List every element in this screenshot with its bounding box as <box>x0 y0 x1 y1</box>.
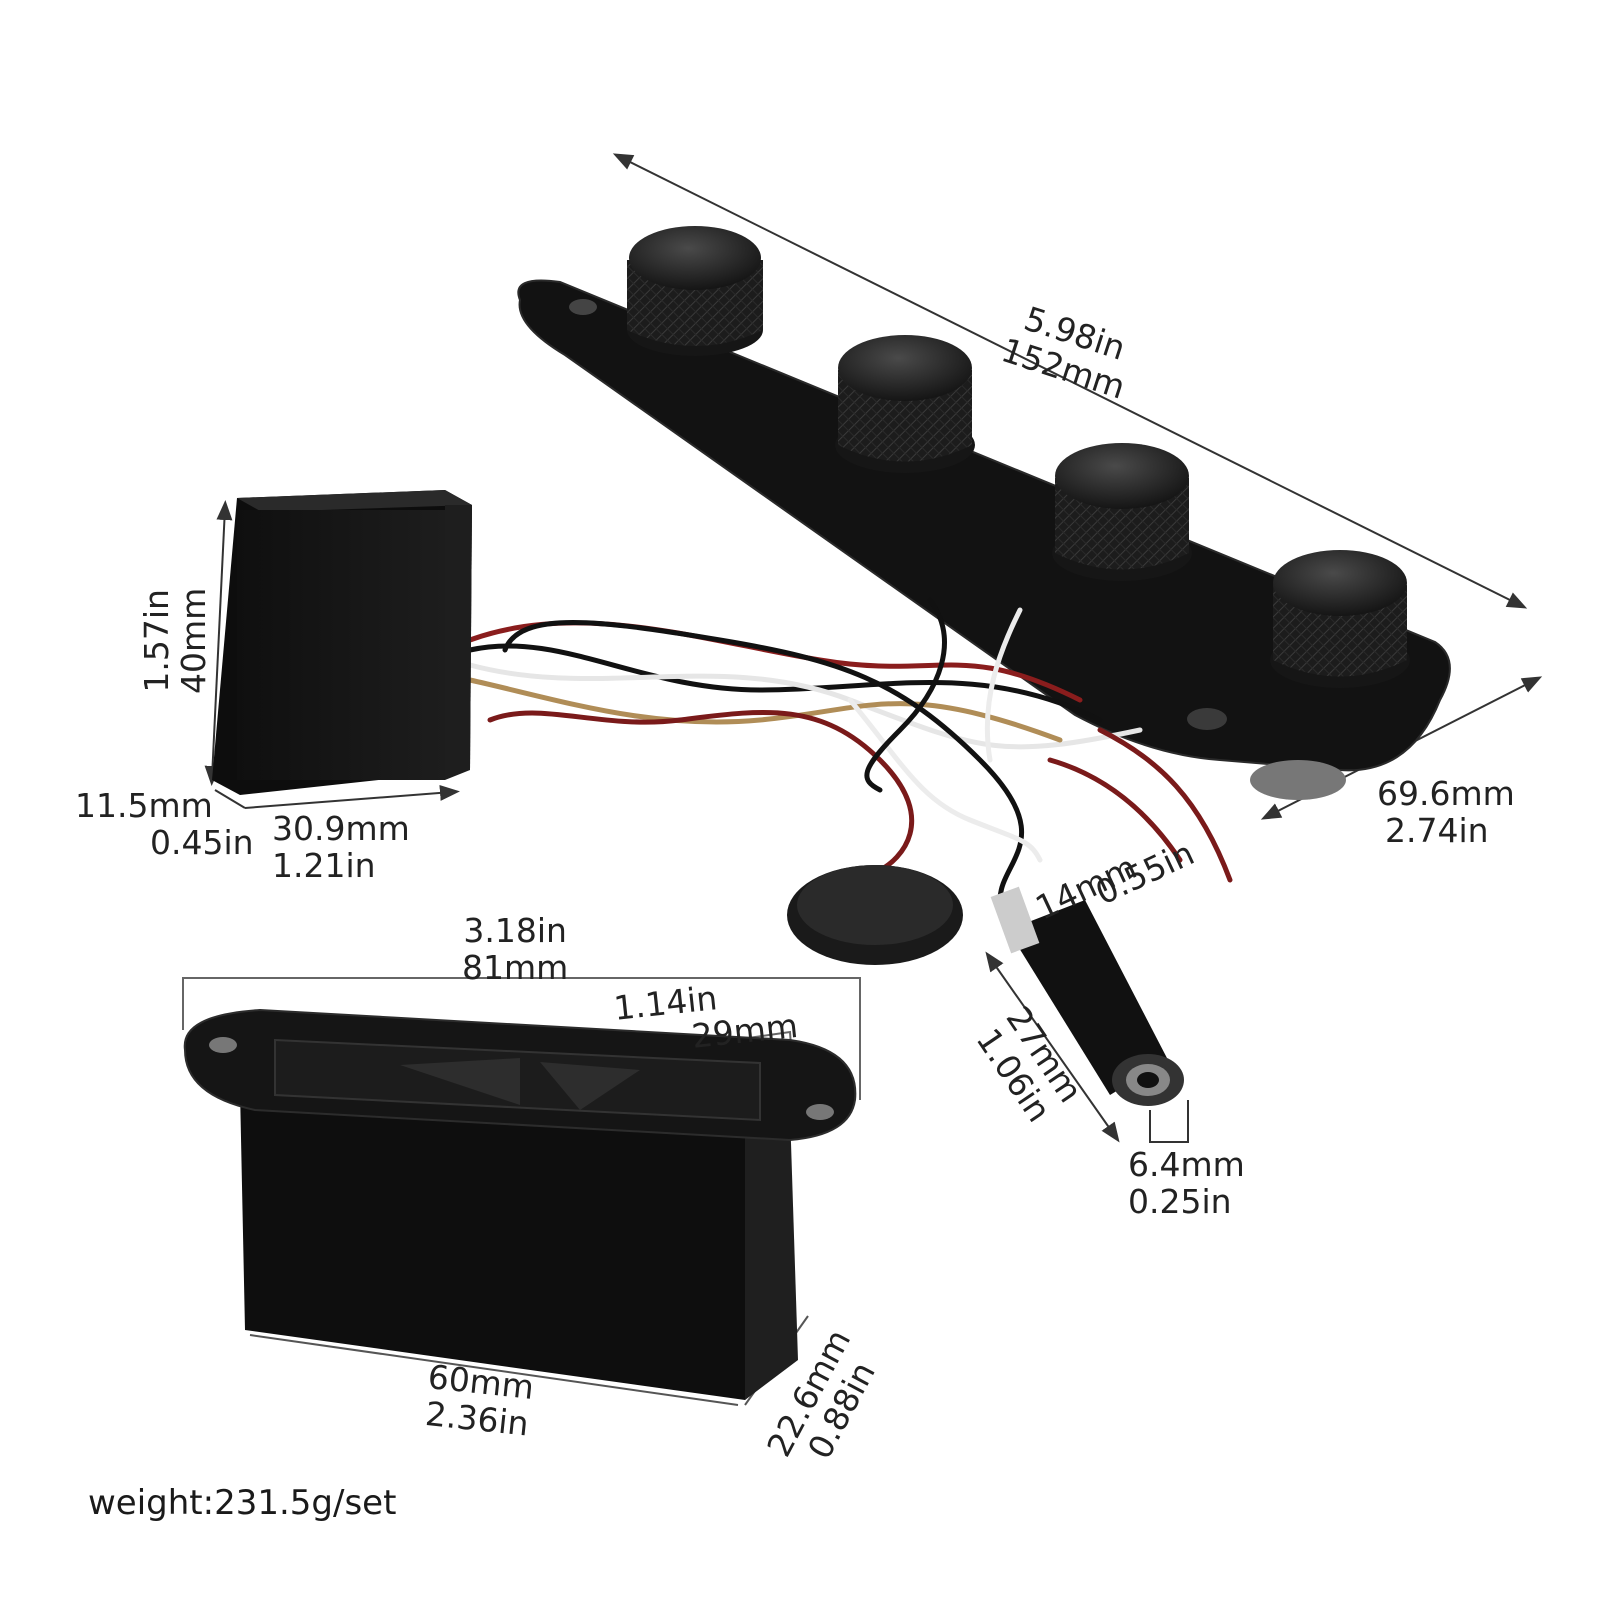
rubber-grommet <box>787 865 963 965</box>
preamp-width-label: 30.9mm 1.21in <box>272 810 410 884</box>
plate-width-label: 69.6mm 2.74in <box>1377 775 1515 849</box>
screw-hole <box>209 1037 237 1053</box>
open-arrow-icon <box>540 1062 640 1110</box>
knob-4 <box>1270 550 1410 688</box>
preamp-width-in: 1.21in <box>272 846 376 885</box>
screw-hole <box>569 299 597 315</box>
plate-width-mm: 69.6mm <box>1377 774 1515 813</box>
jack-thread-bracket <box>1149 1100 1189 1143</box>
control-plate <box>517 279 1451 800</box>
preamp-depth-arrow <box>214 789 246 809</box>
battery-flange-length-mm: 81mm <box>462 948 569 987</box>
knob-1 <box>627 226 763 356</box>
battery-flange-length-in: 3.18in <box>463 911 567 950</box>
jack-thread-mm: 6.4mm <box>1128 1145 1245 1184</box>
screw-hole <box>1187 708 1227 730</box>
jack-length-arrow <box>985 951 1120 1143</box>
preamp-width-mm: 30.9mm <box>272 809 410 848</box>
battery-length-line <box>249 1334 739 1406</box>
battery-length-label: 60mm 2.36in <box>422 1357 536 1444</box>
weight-label: weight:231.5g/set <box>88 1483 397 1523</box>
plate-width-in: 2.74in <box>1385 811 1489 850</box>
preamp-height-in: 1.57in <box>137 589 176 693</box>
jack-plate-bottom <box>1250 760 1346 800</box>
preamp-depth-label: 11.5mm 0.45in <box>75 787 254 861</box>
battery-flange-length-line <box>182 977 861 1100</box>
jack-thread-in: 0.25in <box>1128 1182 1232 1221</box>
preamp-height-label: 1.57in 40mm <box>137 587 213 694</box>
battery-flange-length-label: 3.18in 81mm <box>462 912 568 986</box>
preamp-depth-mm: 11.5mm <box>75 786 213 825</box>
output-jack <box>990 886 1184 1106</box>
open-arrow-icon <box>400 1058 520 1105</box>
wiring-harness <box>467 597 1233 903</box>
preamp-height-arrow <box>204 500 233 786</box>
preamp-width-arrow <box>244 784 460 809</box>
knob-3 <box>1052 443 1192 581</box>
jack-thread-label: 6.4mm 0.25in <box>1128 1146 1245 1220</box>
preamp-module <box>212 490 472 795</box>
preamp-depth-in: 0.45in <box>150 823 254 862</box>
screw-hole <box>806 1104 834 1120</box>
knob-2 <box>835 335 975 473</box>
battery-box <box>183 1008 857 1400</box>
preamp-height-mm: 40mm <box>174 587 213 694</box>
plate-length-arrow <box>612 153 1528 609</box>
